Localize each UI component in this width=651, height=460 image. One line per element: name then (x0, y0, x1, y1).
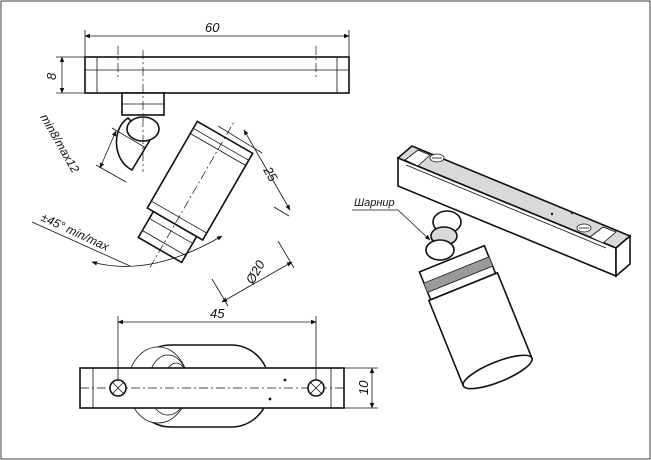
dim-line-diameter (221, 261, 293, 303)
mount-bar (84, 56, 350, 94)
plan-view: 45 10 (79, 306, 378, 428)
side-view: 60 8 25 Ø20 (31, 20, 350, 307)
dim-top-height: 8 (44, 72, 59, 80)
dim-tilt-angle: ±45° min/max (39, 210, 112, 254)
dim-arm-length: min8/max12 (37, 112, 82, 176)
hinge-ball (115, 116, 152, 172)
dim-body-diameter: Ø20 (242, 257, 268, 287)
hinge-callout-label: Шарнир (354, 197, 395, 209)
dim-line-25 (243, 129, 291, 211)
angle-arc (91, 235, 223, 267)
dim-bottom-height: 10 (356, 380, 371, 395)
isometric-view: Шарнир (352, 145, 632, 390)
dim-top-width: 60 (205, 20, 220, 35)
callout-leader (397, 209, 431, 241)
dim-body-length: 25 (260, 163, 281, 185)
screw-right-icon (307, 379, 325, 397)
dim-bottom-width: 45 (210, 306, 225, 321)
screw-left-icon (109, 379, 127, 397)
